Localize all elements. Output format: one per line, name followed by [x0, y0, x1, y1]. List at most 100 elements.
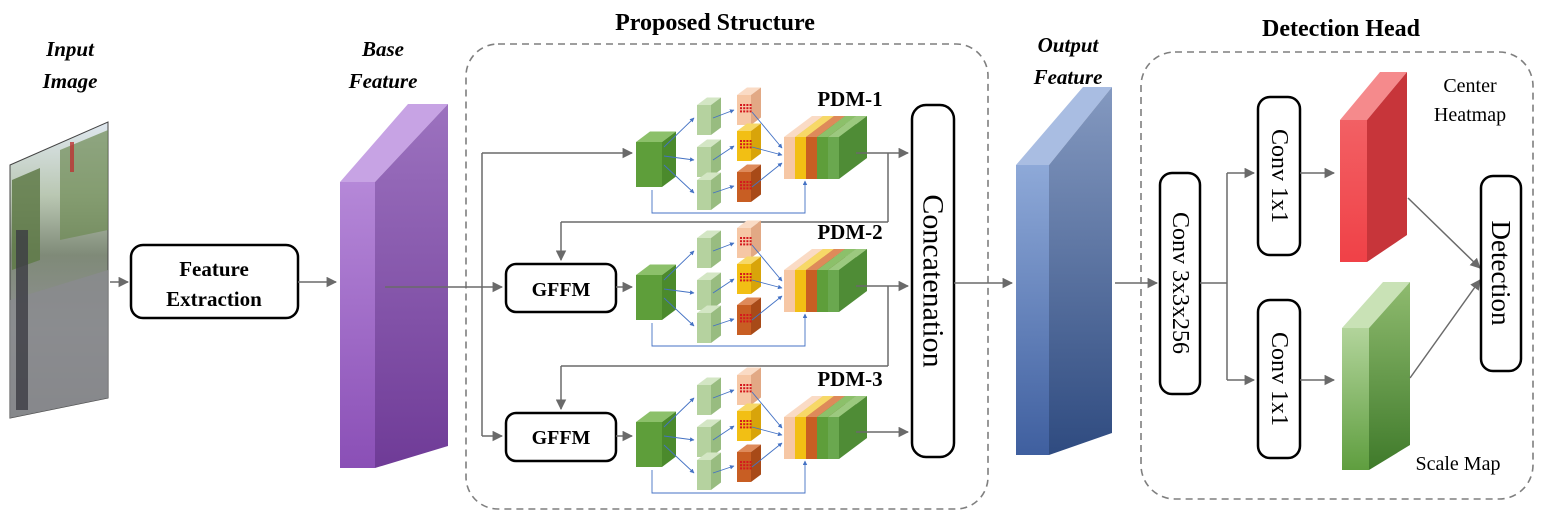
pdm-label-2: PDM-2 — [817, 220, 882, 244]
feature-extraction-label-line2: Extraction — [166, 287, 262, 311]
pdm-internal-arrow — [663, 288, 695, 295]
base-feature-block — [340, 104, 448, 468]
pdm-dilated-block — [737, 367, 761, 405]
center-heatmap-label-line2: Heatmap — [1434, 104, 1506, 126]
pdm-module-1: PDM-1 — [636, 87, 883, 214]
base-feature-label-line1: Base — [361, 37, 404, 61]
pdm-kernel-grid — [740, 420, 752, 429]
pdm-kernel-grid — [740, 384, 752, 393]
pdm-input-block — [636, 264, 676, 320]
pdm-dilated-block — [737, 256, 761, 294]
pdm-internal-arrow — [751, 146, 783, 157]
input-image-label-line1: Input — [45, 37, 95, 61]
input-image-label-line2: Image — [42, 69, 98, 93]
pdm-mid-block — [697, 272, 721, 310]
pdm-dilated-block — [737, 444, 761, 482]
feedback-connectors — [555, 153, 889, 411]
center-heatmap-label-line1: Center — [1443, 75, 1497, 97]
gffm-label-1: GFFM — [532, 279, 591, 301]
base-feature-label-line2: Feature — [348, 69, 418, 93]
pdm-internal-arrow — [663, 117, 695, 148]
pdm-dilated-block — [737, 220, 761, 258]
pdm-kernel-grid — [740, 237, 752, 246]
pdm-stack-block — [828, 249, 867, 312]
pdm-dilated-block — [737, 297, 761, 335]
pdm-label-3: PDM-3 — [817, 367, 882, 391]
pdm-dilated-block — [737, 87, 761, 125]
pdm-skip-connection — [651, 180, 808, 214]
pdm-mid-block — [697, 172, 721, 210]
pdm-kernel-grid — [740, 273, 752, 282]
pdm-internal-arrow — [712, 109, 735, 119]
scale-map-label: Scale Map — [1416, 453, 1501, 475]
concatenation-box — [910, 103, 956, 459]
pdm-internal-arrow — [663, 155, 695, 162]
concatenation-label: Concatenation — [917, 194, 950, 367]
center-heatmap-block — [1340, 72, 1407, 262]
pdm-to-concat-arrows — [856, 147, 910, 438]
pdm-module-2: PDM-2 — [636, 220, 883, 347]
pdm-internal-arrow — [751, 279, 783, 290]
pdm-skip-connection — [651, 313, 808, 347]
detection-box — [1479, 174, 1523, 373]
conv3-split-connectors — [1200, 167, 1256, 386]
pdm-dilated-block — [737, 164, 761, 202]
pdm-stack-block — [828, 396, 867, 459]
pdm-dilated-block — [737, 403, 761, 441]
gffm-label-2: GFFM — [532, 427, 591, 449]
base-to-branches-connectors — [385, 147, 634, 442]
pdm-internal-arrow — [712, 425, 735, 441]
scale-map-block — [1342, 282, 1410, 470]
feature-extraction-label-line1: Feature — [179, 257, 249, 281]
pdm-mid-block — [697, 419, 721, 457]
conv-1x1-top-label: Conv 1x1 — [1266, 129, 1292, 223]
pdm-internal-arrow — [663, 250, 695, 281]
pdm-dilated-block — [737, 123, 761, 161]
pdm-internal-arrow — [712, 389, 735, 399]
pdm-internal-arrow — [751, 391, 783, 429]
pdm-internal-arrow — [751, 244, 783, 282]
pdm-internal-arrow — [751, 162, 783, 188]
gffm-box-2 — [504, 411, 618, 463]
pdm-mid-block — [697, 97, 721, 135]
detection-head-title: Detection Head — [1262, 16, 1421, 42]
output-feature-block — [1016, 87, 1112, 455]
proposed-structure-container — [465, 43, 989, 510]
conv-1x1-bottom-label: Conv 1x1 — [1266, 332, 1292, 426]
pdm-kernel-grid — [740, 314, 752, 323]
pdm-mid-block — [697, 230, 721, 268]
output-feature-label-line1: Output — [1038, 33, 1100, 57]
pdm-kernel-grid — [740, 104, 752, 113]
arrow-scalemap-to-detection — [1409, 279, 1481, 379]
pdm-internal-arrow — [712, 145, 735, 161]
conv-1x1-bottom-box — [1256, 298, 1302, 460]
output-feature-label-line2: Feature — [1033, 65, 1103, 89]
proposed-structure-title: Proposed Structure — [615, 10, 815, 36]
pdm-internal-arrow — [663, 164, 695, 194]
pdm-internal-arrow — [712, 465, 735, 474]
detection-label: Detection — [1486, 221, 1516, 326]
pdm-module-3: PDM-3 — [636, 367, 883, 494]
pdm-internal-arrow — [663, 297, 695, 327]
detection-head-container — [1140, 51, 1534, 500]
pdm-input-block — [636, 131, 676, 187]
conv-3x3-label: Conv 3x3x256 — [1167, 212, 1193, 354]
conv-1x1-top-box — [1256, 95, 1302, 257]
pdm-internal-arrow — [751, 426, 783, 437]
pdm-internal-arrow — [712, 185, 735, 194]
input-image — [9, 121, 109, 419]
arrow-heatmap-to-detection — [1407, 197, 1481, 269]
pdm-internal-arrow — [663, 444, 695, 474]
pdm-mid-block — [697, 305, 721, 343]
pdm-mid-block — [697, 377, 721, 415]
pdm-input-block — [636, 411, 676, 467]
pdm-skip-connection — [651, 460, 808, 494]
pdm-mid-block — [697, 139, 721, 177]
pdm-internal-arrow — [751, 111, 783, 149]
pdm-label-1: PDM-1 — [817, 87, 882, 111]
pdm-internal-arrow — [712, 318, 735, 327]
pdm-mid-block — [697, 452, 721, 490]
pdm-internal-arrow — [751, 442, 783, 468]
